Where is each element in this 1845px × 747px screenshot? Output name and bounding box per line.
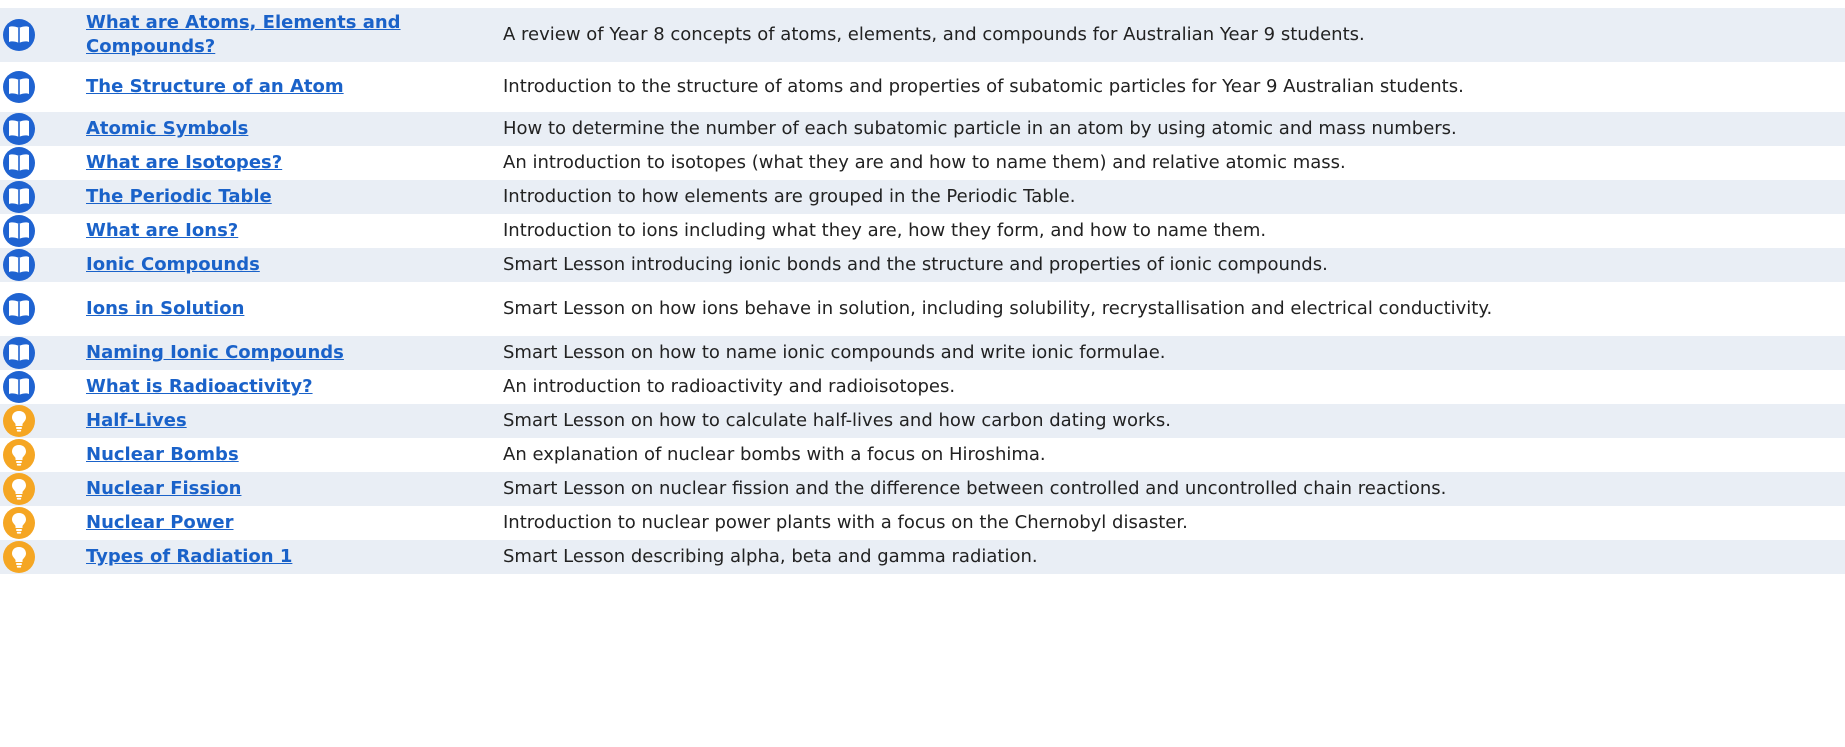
lesson-link-periodic-table[interactable]: The Periodic Table bbox=[86, 186, 272, 207]
book-icon bbox=[2, 214, 74, 248]
lesson-description: Smart Lesson on nuclear fission and the … bbox=[495, 472, 1845, 506]
lesson-description: How to determine the number of each suba… bbox=[495, 112, 1845, 146]
lesson-description: Introduction to ions including what they… bbox=[495, 214, 1845, 248]
table-row: Naming Ionic Compounds Smart Lesson on h… bbox=[0, 336, 1845, 370]
lesson-description: Smart Lesson on how to calculate half-li… bbox=[495, 404, 1845, 438]
bulb-icon bbox=[2, 472, 74, 506]
lesson-link-nuclear-bombs[interactable]: Nuclear Bombs bbox=[86, 444, 239, 465]
book-icon bbox=[2, 70, 74, 104]
lesson-link-what-is-radioactivity[interactable]: What is Radioactivity? bbox=[86, 376, 313, 397]
lesson-link-half-lives[interactable]: Half-Lives bbox=[86, 410, 187, 431]
table-row: The Periodic Table Introduction to how e… bbox=[0, 180, 1845, 214]
lesson-link-atomic-symbols[interactable]: Atomic Symbols bbox=[86, 118, 249, 139]
lesson-table: What are Atoms, Elements and Compounds? … bbox=[0, 8, 1845, 574]
table-row: What is Radioactivity? An introduction t… bbox=[0, 370, 1845, 404]
book-icon bbox=[2, 146, 74, 180]
lesson-description: Smart Lesson on how ions behave in solut… bbox=[495, 282, 1845, 336]
table-row: Types of Radiation 1 Smart Lesson descri… bbox=[0, 540, 1845, 574]
book-icon bbox=[2, 18, 74, 52]
lesson-description: Introduction to how elements are grouped… bbox=[495, 180, 1845, 214]
lesson-description: Introduction to nuclear power plants wit… bbox=[495, 506, 1845, 540]
lesson-link-what-are-isotopes[interactable]: What are Isotopes? bbox=[86, 152, 283, 173]
lesson-description: Smart Lesson on how to name ionic compou… bbox=[495, 336, 1845, 370]
lesson-description: An explanation of nuclear bombs with a f… bbox=[495, 438, 1845, 472]
table-row: Ions in Solution Smart Lesson on how ion… bbox=[0, 282, 1845, 336]
table-row: The Structure of an Atom Introduction to… bbox=[0, 62, 1845, 112]
book-icon bbox=[2, 180, 74, 214]
lesson-description: An introduction to radioactivity and rad… bbox=[495, 370, 1845, 404]
lesson-description: Smart Lesson introducing ionic bonds and… bbox=[495, 248, 1845, 282]
lesson-description: Introduction to the structure of atoms a… bbox=[495, 62, 1845, 112]
bulb-icon bbox=[2, 540, 74, 574]
table-row: Nuclear Power Introduction to nuclear po… bbox=[0, 506, 1845, 540]
table-row: What are Ions? Introduction to ions incl… bbox=[0, 214, 1845, 248]
table-row: Ionic Compounds Smart Lesson introducing… bbox=[0, 248, 1845, 282]
table-row: Half-Lives Smart Lesson on how to calcul… bbox=[0, 404, 1845, 438]
lesson-link-what-are-ions[interactable]: What are Ions? bbox=[86, 220, 239, 241]
lesson-link-ions-in-solution[interactable]: Ions in Solution bbox=[86, 298, 245, 319]
lesson-icon-cell bbox=[0, 8, 74, 62]
bulb-icon bbox=[2, 506, 74, 540]
table-row: What are Atoms, Elements and Compounds? … bbox=[0, 8, 1845, 62]
book-icon bbox=[2, 292, 74, 326]
lesson-link-nuclear-power[interactable]: Nuclear Power bbox=[86, 512, 234, 533]
book-icon bbox=[2, 370, 74, 404]
lesson-link-nuclear-fission[interactable]: Nuclear Fission bbox=[86, 478, 242, 499]
lesson-link-ionic-compounds[interactable]: Ionic Compounds bbox=[86, 254, 260, 275]
lesson-link-what-are-atoms[interactable]: What are Atoms, Elements and Compounds? bbox=[86, 12, 401, 57]
lesson-description: An introduction to isotopes (what they a… bbox=[495, 146, 1845, 180]
table-row: What are Isotopes? An introduction to is… bbox=[0, 146, 1845, 180]
bulb-icon bbox=[2, 404, 74, 438]
table-row: Nuclear Fission Smart Lesson on nuclear … bbox=[0, 472, 1845, 506]
table-row: Nuclear Bombs An explanation of nuclear … bbox=[0, 438, 1845, 472]
lesson-link-structure-of-atom[interactable]: The Structure of an Atom bbox=[86, 76, 344, 97]
book-icon bbox=[2, 112, 74, 146]
lesson-description: A review of Year 8 concepts of atoms, el… bbox=[495, 8, 1845, 62]
lesson-link-types-of-radiation-1[interactable]: Types of Radiation 1 bbox=[86, 546, 293, 567]
bulb-icon bbox=[2, 438, 74, 472]
table-row: Atomic Symbols How to determine the numb… bbox=[0, 112, 1845, 146]
lesson-description: Smart Lesson describing alpha, beta and … bbox=[495, 540, 1845, 574]
book-icon bbox=[2, 248, 74, 282]
book-icon bbox=[2, 336, 74, 370]
lesson-link-naming-ionic-compounds[interactable]: Naming Ionic Compounds bbox=[86, 342, 344, 363]
